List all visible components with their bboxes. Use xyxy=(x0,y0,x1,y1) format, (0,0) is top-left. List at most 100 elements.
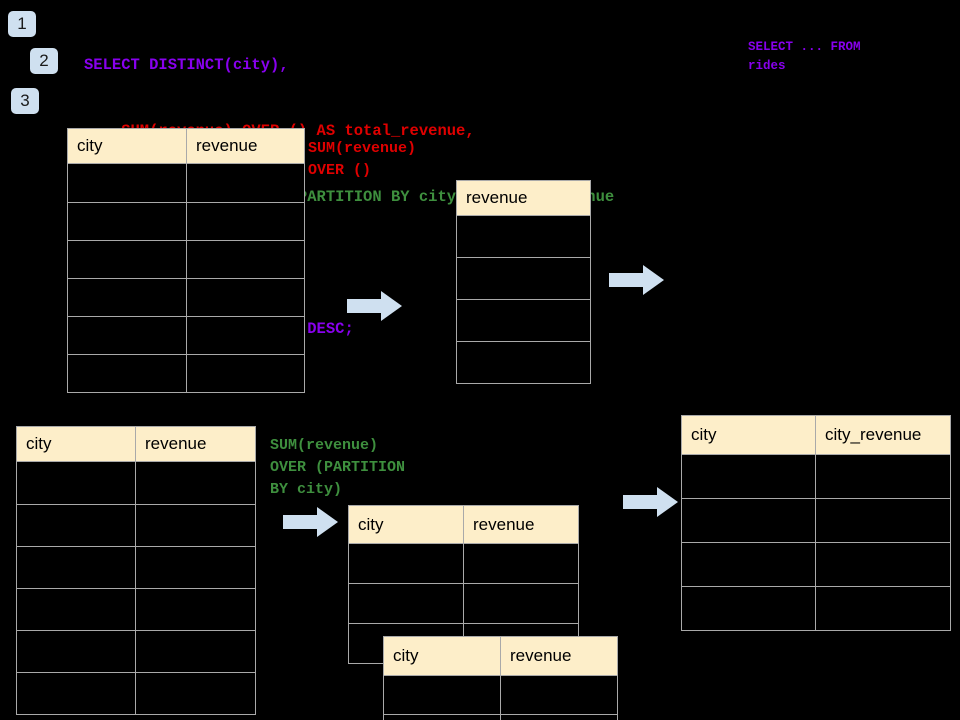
annotation-sum-over-empty: SUM(revenue) OVER () xyxy=(308,140,417,179)
cell-city xyxy=(383,714,501,720)
table-row xyxy=(348,583,579,624)
cell-revenue xyxy=(135,546,256,589)
cell-revenue xyxy=(456,215,591,258)
cell-revenue xyxy=(186,316,305,355)
table-row xyxy=(456,215,591,258)
arrow-total-to-result-icon xyxy=(609,263,665,297)
table-header-row: city revenue xyxy=(67,128,305,164)
annotation-outer-select: SELECT ... FROM rides xyxy=(748,40,861,73)
column-header-city: city xyxy=(16,426,136,462)
table-header-row: city revenue xyxy=(16,426,256,462)
table-partition-group-a: city revenue xyxy=(348,505,579,664)
cell-revenue xyxy=(135,672,256,715)
cell-city-revenue xyxy=(815,454,951,499)
table-row xyxy=(67,316,305,355)
table-row xyxy=(681,542,951,587)
cell-city xyxy=(67,163,187,203)
cell-revenue xyxy=(456,257,591,300)
sql-line-select: SELECT DISTINCT(city), xyxy=(84,56,289,74)
table-row xyxy=(16,504,256,547)
cell-city-revenue xyxy=(815,498,951,543)
cell-revenue xyxy=(463,583,579,624)
cell-city xyxy=(348,543,464,584)
table-row xyxy=(67,354,305,393)
cell-city xyxy=(16,630,136,673)
cell-revenue xyxy=(463,543,579,584)
table-result: city city_revenue xyxy=(681,415,951,631)
cell-revenue xyxy=(135,588,256,631)
table-row xyxy=(16,461,256,505)
cell-revenue xyxy=(186,278,305,317)
table-row xyxy=(16,546,256,589)
cell-city-revenue xyxy=(815,542,951,587)
table-row xyxy=(348,543,579,584)
cell-city xyxy=(16,588,136,631)
cell-revenue xyxy=(135,504,256,547)
cell-city xyxy=(348,583,464,624)
column-header-revenue: revenue xyxy=(456,180,591,216)
cell-revenue xyxy=(135,461,256,505)
column-header-city: city xyxy=(681,415,816,455)
column-header-revenue: revenue xyxy=(463,505,579,544)
table-row xyxy=(681,454,951,499)
table-header-row: revenue xyxy=(456,180,591,216)
table-row xyxy=(681,586,951,631)
step-badge-3: 3 xyxy=(11,88,39,114)
cell-city xyxy=(67,354,187,393)
cell-revenue xyxy=(186,163,305,203)
table-row xyxy=(456,341,591,384)
table-header-row: city revenue xyxy=(383,636,618,676)
cell-city xyxy=(681,586,816,631)
cell-city xyxy=(681,454,816,499)
cell-revenue xyxy=(500,714,618,720)
cell-city xyxy=(16,461,136,505)
cell-city xyxy=(681,498,816,543)
table-total-revenue: revenue xyxy=(456,180,591,384)
cell-city xyxy=(16,672,136,715)
step-badge-2: 2 xyxy=(30,48,58,74)
cell-revenue xyxy=(456,299,591,342)
arrow-rides-to-total-icon xyxy=(347,289,403,323)
cell-city xyxy=(16,504,136,547)
cell-city-revenue xyxy=(815,586,951,631)
cell-revenue xyxy=(500,675,618,715)
table-header-row: city revenue xyxy=(348,505,579,544)
annotation-sum-over-partition: SUM(revenue) OVER (PARTITION BY city) xyxy=(270,437,406,498)
arrow-rides-to-partition-icon xyxy=(283,505,339,539)
column-header-city: city xyxy=(383,636,501,676)
column-header-revenue: revenue xyxy=(186,128,305,164)
cell-city xyxy=(67,316,187,355)
table-header-row: city city_revenue xyxy=(681,415,951,455)
cell-city xyxy=(67,202,187,241)
cell-revenue xyxy=(135,630,256,673)
cell-revenue xyxy=(456,341,591,384)
table-rides-bottom: city revenue xyxy=(16,426,256,715)
column-header-revenue: revenue xyxy=(135,426,256,462)
step-badge-1: 1 xyxy=(8,11,36,37)
cell-city xyxy=(67,278,187,317)
cell-city xyxy=(16,546,136,589)
table-row xyxy=(383,714,618,720)
table-row xyxy=(67,240,305,279)
table-row xyxy=(456,257,591,300)
table-row xyxy=(67,163,305,203)
cell-city xyxy=(67,240,187,279)
column-header-city: city xyxy=(348,505,464,544)
table-row xyxy=(456,299,591,342)
table-row xyxy=(383,675,618,715)
arrow-partition-to-result-icon xyxy=(623,485,679,519)
column-header-city: city xyxy=(67,128,187,164)
table-row xyxy=(67,202,305,241)
table-partition-group-b: city revenue xyxy=(383,636,618,720)
column-header-revenue: revenue xyxy=(500,636,618,676)
cell-city xyxy=(383,675,501,715)
table-rides-top: city revenue xyxy=(67,128,305,393)
table-row xyxy=(16,588,256,631)
table-row xyxy=(16,672,256,715)
cell-revenue xyxy=(186,354,305,393)
column-header-city-revenue: city_revenue xyxy=(815,415,951,455)
table-row xyxy=(67,278,305,317)
cell-city xyxy=(681,542,816,587)
cell-revenue xyxy=(186,240,305,279)
